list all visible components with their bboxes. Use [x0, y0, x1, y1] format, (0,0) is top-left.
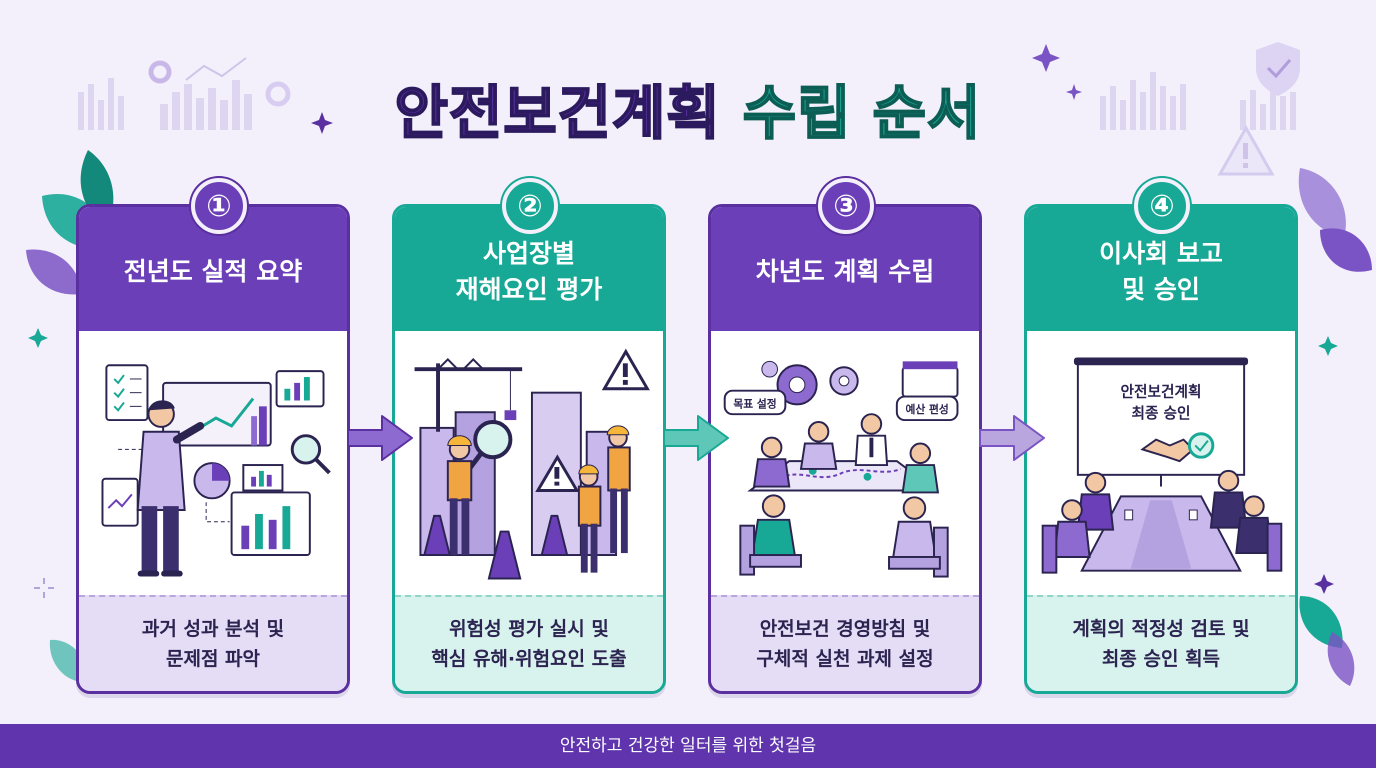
- board-approval-meeting-illustration: 안전보건계획 최종 승인: [1041, 357, 1283, 574]
- budget-label: 예산 편성: [906, 403, 949, 416]
- workers-risk-assessment-illustration: [414, 348, 650, 580]
- goal-setting-label: 목표 설정: [733, 397, 776, 410]
- step-4-number-badge: ④: [1134, 178, 1190, 234]
- step-1-card: 전년도 실적 요약 과거 성과 분석 및 문제점 파악: [76, 204, 350, 694]
- arrow-right-icon: [347, 415, 413, 461]
- step-2-number-badge: ②: [502, 178, 558, 234]
- step-1-number-badge: ①: [191, 178, 247, 234]
- step-1-description: 과거 성과 분석 및 문제점 파악: [79, 595, 347, 691]
- step-3-description: 안전보건 경영방침 및 구체적 실천 과제 설정: [711, 595, 979, 691]
- footer-banner: 안전하고 건강한 일터를 위한 첫걸음: [0, 724, 1376, 768]
- analyst-with-charts-illustration: [101, 364, 331, 577]
- arrow-right-icon: [979, 415, 1045, 461]
- board-title-line-2: 최종 승인: [1131, 404, 1190, 422]
- title-part-2: 수립 순서: [742, 78, 982, 148]
- step-2-card: 사업장별 재해요인 평가 위험성 평가 실시 및 핵심 유해·위험요인 도출: [392, 204, 666, 694]
- step-4-description: 계획의 적정성 검토 및 최종 승인 획득: [1027, 595, 1295, 691]
- planning-meeting-illustration: 목표 설정 예산 편성: [723, 360, 959, 578]
- step-3-card: 차년도 계획 수립 목표 설정 예산 편성 안전보건 경영방침 및 구체적 실천…: [708, 204, 982, 694]
- step-4-card: 이사회 보고 및 승인 안전보건계획 최종 승인 계획의 적정성 검토 및 최종…: [1024, 204, 1298, 694]
- page-title: 안전보건계획 수립 순서: [0, 66, 1376, 150]
- step-3-number-badge: ③: [818, 178, 874, 234]
- board-title-line-1: 안전보건계획: [1121, 383, 1202, 401]
- title-part-1: 안전보건계획: [394, 78, 721, 148]
- step-2-description: 위험성 평가 실시 및 핵심 유해·위험요인 도출: [395, 595, 663, 691]
- arrow-right-icon: [663, 415, 729, 461]
